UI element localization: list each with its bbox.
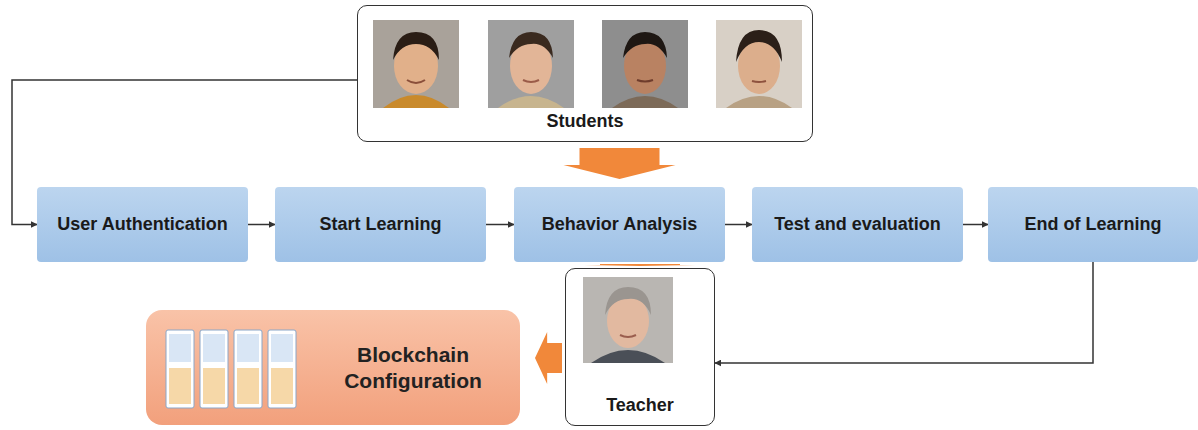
block-arrow xyxy=(535,332,562,384)
box-label: Teacher xyxy=(566,395,714,417)
chain-panel xyxy=(146,310,520,425)
student-photo xyxy=(373,20,459,108)
process-box: Behavior Analysis xyxy=(514,187,725,262)
student-photo xyxy=(602,20,688,108)
box-label: Blockchain Configuration xyxy=(306,342,520,392)
blockchain-box: Blockchain Configuration xyxy=(146,310,532,425)
block-icons xyxy=(166,330,296,408)
process-box: Test and evaluation xyxy=(752,187,963,262)
process-label: End of Learning xyxy=(1025,214,1162,236)
students-box: Students xyxy=(357,5,813,142)
teacher-photo xyxy=(583,277,673,363)
process-label: Start Learning xyxy=(319,214,441,236)
flow-arrow xyxy=(963,224,988,226)
flow-arrow xyxy=(715,262,1093,363)
flow-arrow xyxy=(725,224,752,226)
box-label: Students xyxy=(358,111,812,133)
teacher-box: Teacher xyxy=(565,268,715,426)
student-photo xyxy=(716,20,802,108)
block-arrow xyxy=(584,264,696,266)
process-label: Test and evaluation xyxy=(774,214,941,236)
process-box: Start Learning xyxy=(275,187,486,262)
process-box: End of Learning xyxy=(988,187,1198,262)
flow-arrow xyxy=(248,224,275,226)
block-arrow xyxy=(564,148,676,179)
flow-arrow xyxy=(486,224,514,226)
process-label: Behavior Analysis xyxy=(542,214,697,236)
process-label: User Authentication xyxy=(57,214,227,236)
process-box: User Authentication xyxy=(37,187,248,262)
student-photo xyxy=(488,20,574,108)
